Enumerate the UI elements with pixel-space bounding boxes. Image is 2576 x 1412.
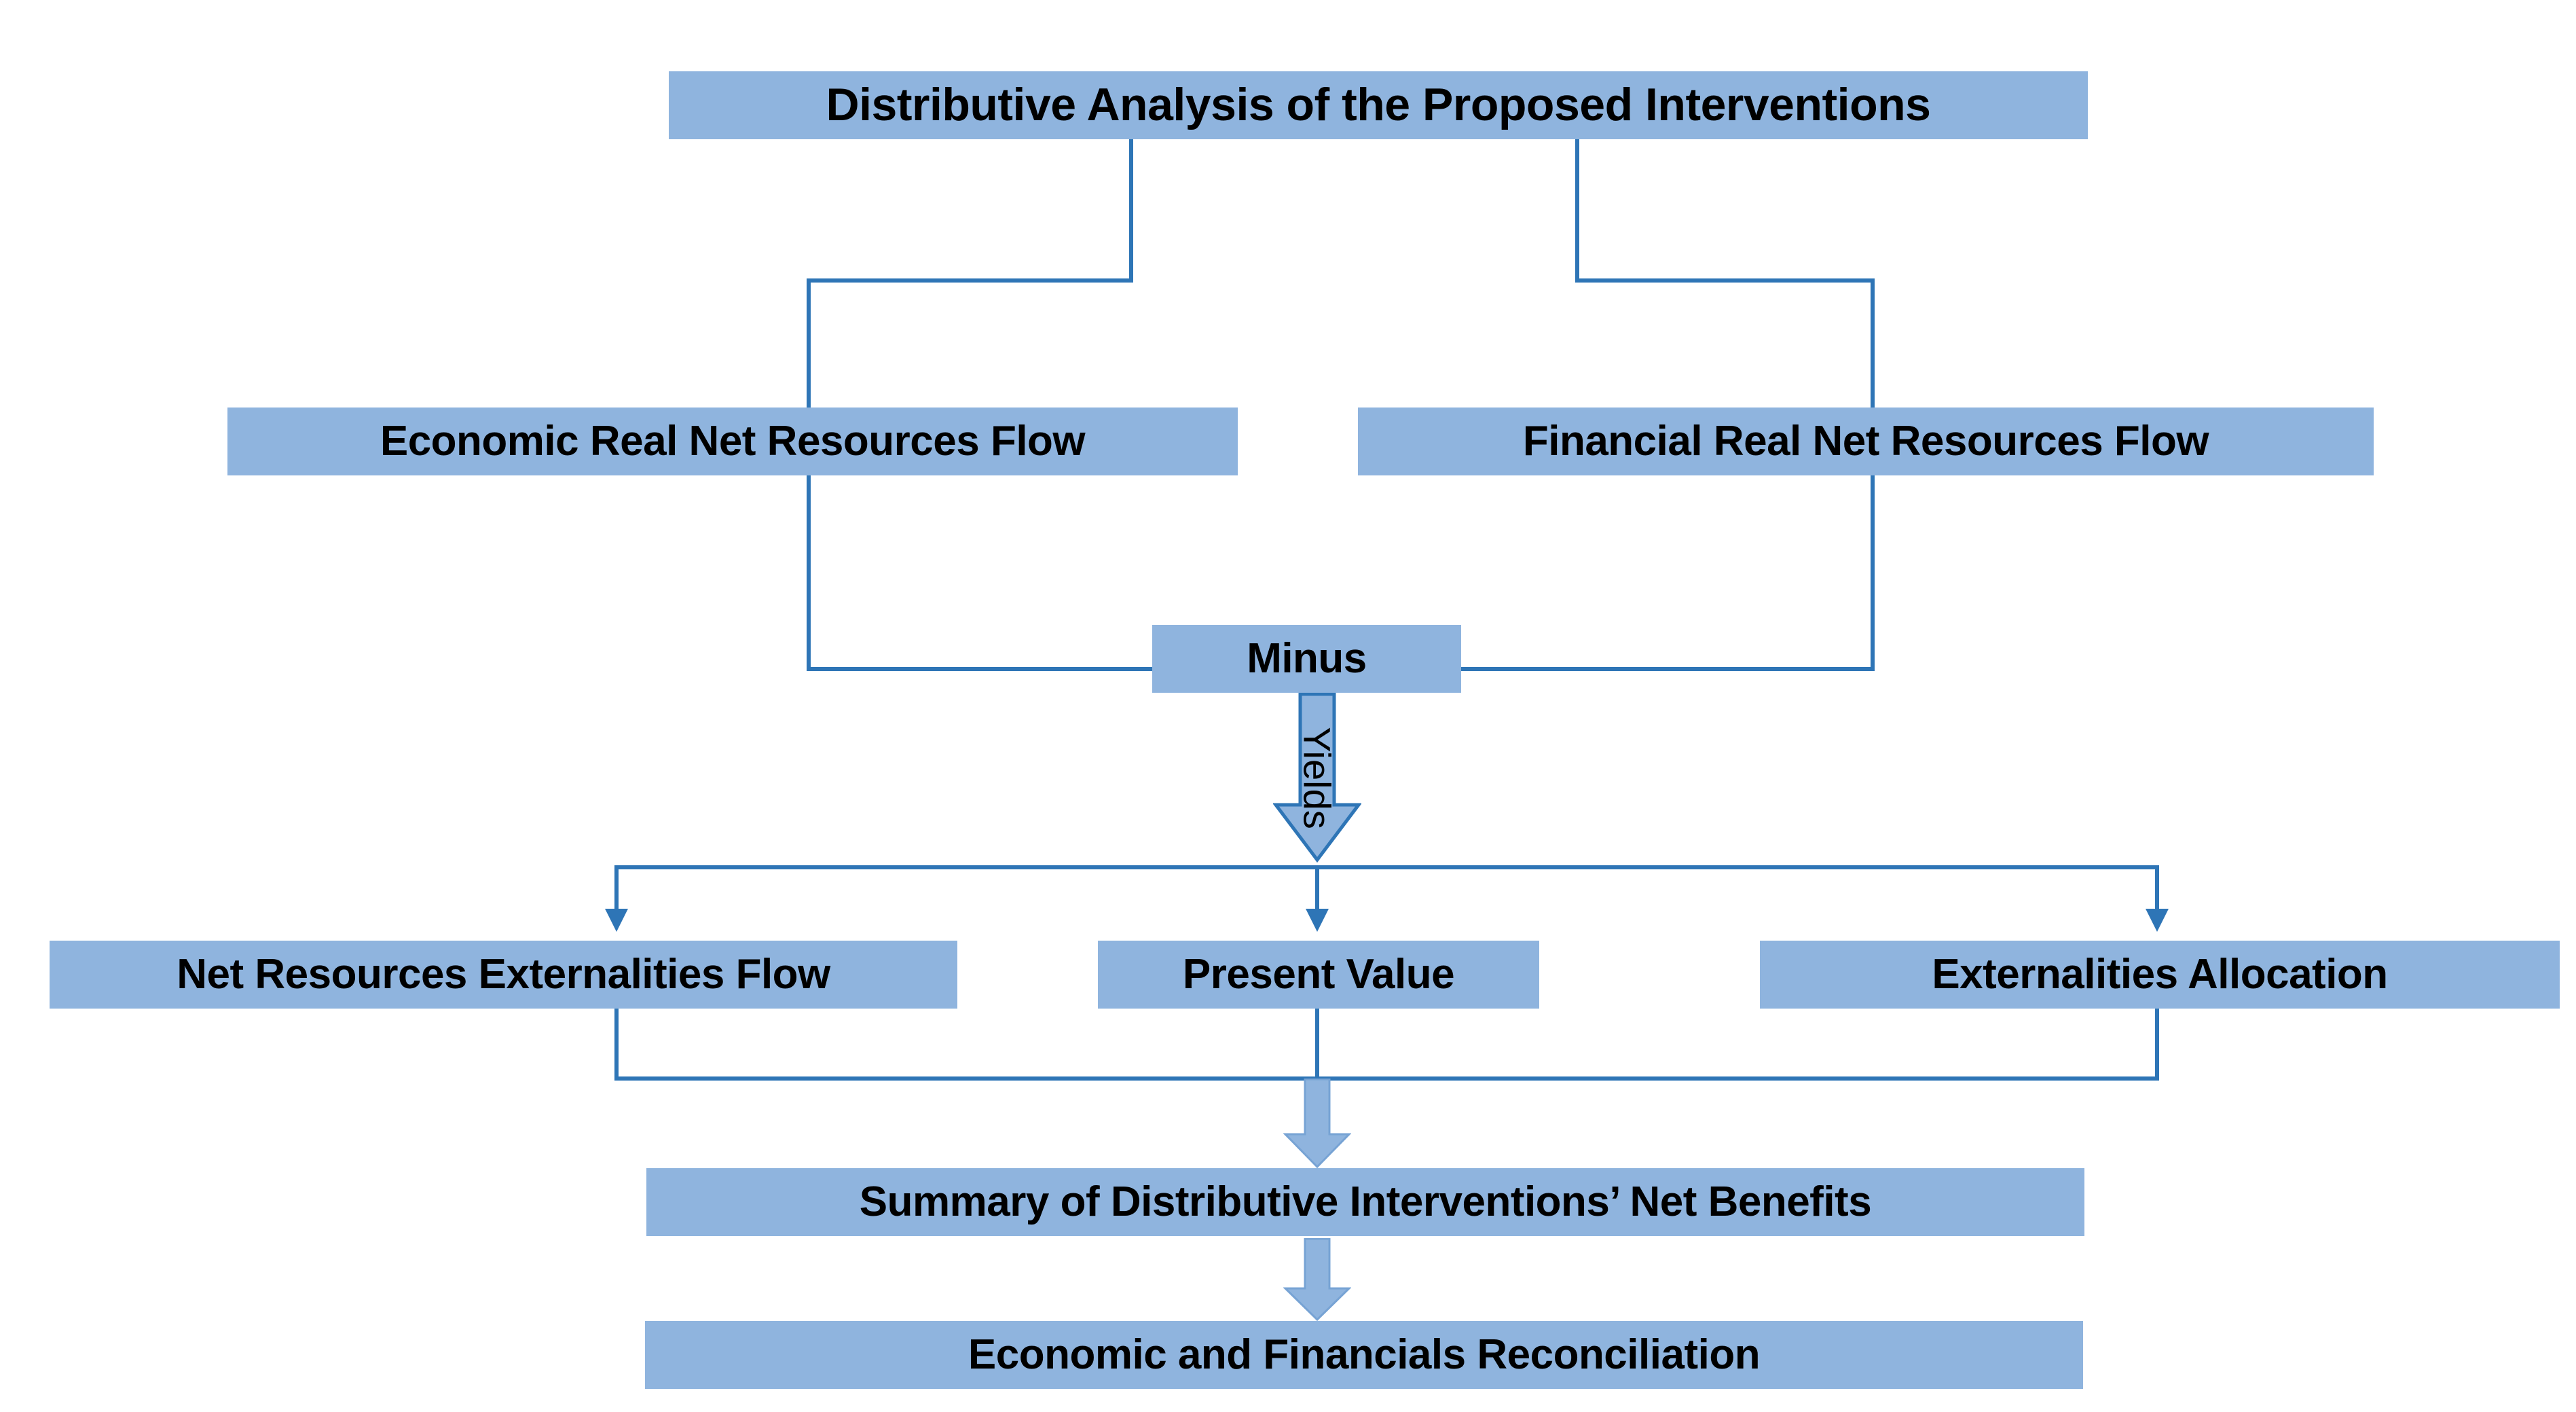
arrowhead-to-present-value [1306,909,1329,932]
connector-root-right-down2 [1871,278,1875,408]
node-net-resources[interactable]: Net Resources Externalities Flow [50,941,957,1009]
node-externalities-label: Externalities Allocation [1932,951,2388,998]
node-reconciliation-label: Economic and Financials Reconciliation [968,1331,1761,1379]
arrowhead-to-externalities [2146,909,2169,932]
connector-merge-left-down [614,1009,619,1081]
connector-root-left-horizontal [807,278,1133,283]
connector-root-right-horizontal [1575,278,1875,283]
connector-root-left-down1 [1129,139,1133,283]
node-reconciliation[interactable]: Economic and Financials Reconciliation [645,1321,2083,1389]
node-root-label: Distributive Analysis of the Proposed In… [826,79,1931,131]
connector-bus-left-down [614,865,619,918]
yields-arrow[interactable]: Yields [1273,693,1361,863]
node-financial-flow-label: Financial Real Net Resources Flow [1522,418,2209,465]
final-arrow[interactable] [1283,1238,1351,1321]
connector-financial-to-minus-down [1871,475,1875,669]
node-financial-flow[interactable]: Financial Real Net Resources Flow [1358,408,2374,475]
merge-arrow[interactable] [1283,1079,1351,1168]
node-summary[interactable]: Summary of Distributive Interventions’ N… [646,1168,2084,1236]
node-root[interactable]: Distributive Analysis of the Proposed In… [669,71,2088,139]
node-economic-flow[interactable]: Economic Real Net Resources Flow [227,408,1238,475]
node-economic-flow-label: Economic Real Net Resources Flow [380,418,1086,465]
node-externalities[interactable]: Externalities Allocation [1760,941,2560,1009]
node-summary-label: Summary of Distributive Interventions’ N… [859,1178,1872,1226]
node-minus[interactable]: Minus [1152,625,1461,693]
connector-economic-to-minus-horizontal [807,667,1154,671]
connector-root-left-down2 [807,278,811,408]
connector-merge-center-down [1315,1009,1319,1081]
arrowhead-to-net-resources [605,909,628,932]
connector-root-right-down1 [1575,139,1579,283]
connector-bus-right-down [2155,865,2159,918]
connector-distribution-bus [614,865,2159,869]
node-present-value[interactable]: Present Value [1098,941,1539,1009]
connector-merge-right-down [2155,1009,2159,1081]
node-minus-label: Minus [1247,635,1367,683]
node-present-value-label: Present Value [1182,951,1455,998]
connector-economic-to-minus-down [807,475,811,669]
connector-bus-center-down [1315,865,1319,918]
connector-financial-to-minus-horizontal [1460,667,1875,671]
node-net-resources-label: Net Resources Externalities Flow [177,951,830,998]
connector-merge-bus [614,1076,2159,1081]
